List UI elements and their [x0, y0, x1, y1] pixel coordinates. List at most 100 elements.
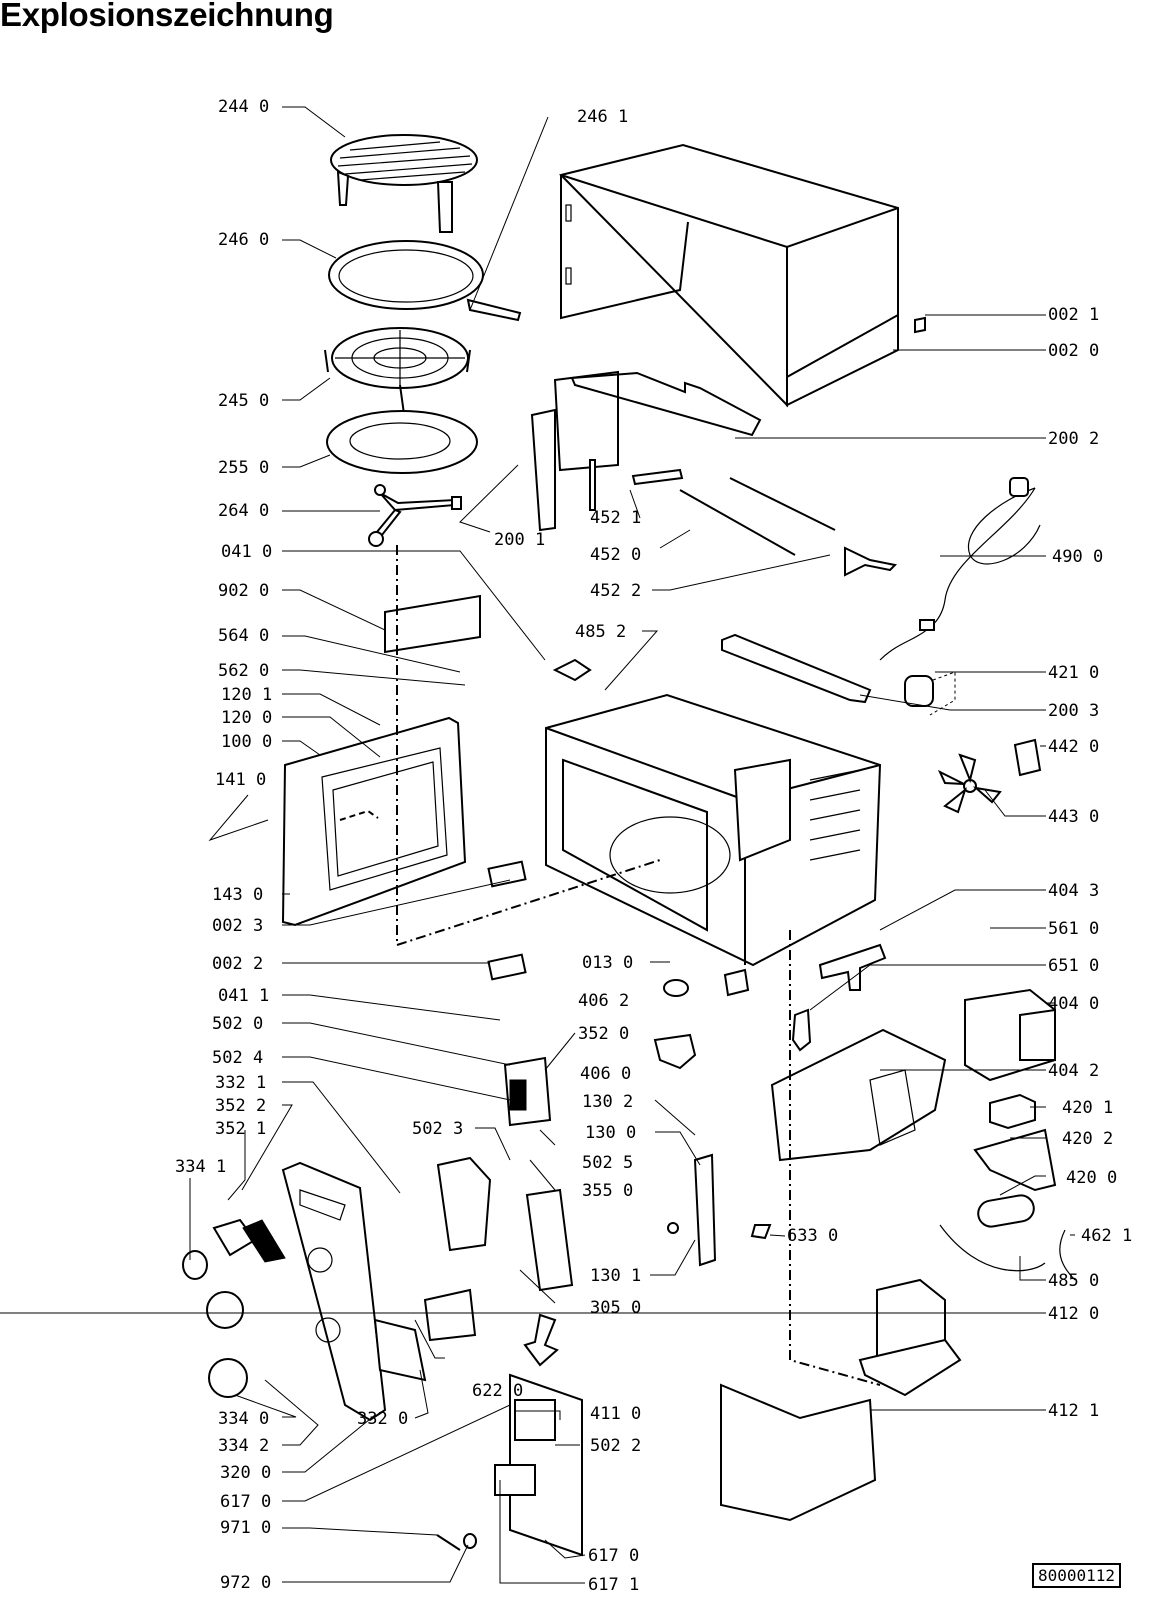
page-title: Explosionszeichnung — [0, 0, 334, 33]
coupler-part — [368, 484, 462, 547]
switch-bracket-part — [552, 658, 592, 682]
cover-plate-part — [384, 594, 481, 654]
callout-label: 305 0 — [590, 1298, 641, 1318]
air-guide-housing-part — [770, 1028, 947, 1162]
callout-label: 130 1 — [590, 1266, 641, 1286]
power-cord-part — [879, 477, 1041, 661]
bracket-part — [1013, 738, 1042, 777]
waveguide-bar-part — [721, 633, 872, 704]
callout-label: 130 2 — [582, 1092, 633, 1112]
callout-label: 452 1 — [590, 508, 641, 528]
callout-label: 041 0 — [221, 542, 272, 562]
callout-label: 143 0 — [212, 885, 263, 905]
callout-label: 564 0 — [218, 626, 269, 646]
callout-label: 442 0 — [1048, 737, 1099, 757]
callout-label: 130 0 — [585, 1123, 636, 1143]
callout-label: 412 1 — [1048, 1401, 1099, 1421]
callout-label: 100 0 — [221, 732, 272, 752]
callout-label: 485 2 — [575, 622, 626, 642]
fuse-holder-part — [463, 1533, 477, 1549]
callout-label: 502 5 — [582, 1153, 633, 1173]
callout-label: 485 0 — [1048, 1271, 1099, 1291]
lamp-part — [791, 1008, 812, 1052]
callout-label: 120 0 — [221, 708, 272, 728]
capacitor-clamp-part — [989, 1093, 1036, 1130]
callout-label: 406 2 — [578, 991, 629, 1011]
callout-labels: 244 0 246 1 246 0 002 1 002 0 245 0 200 … — [175, 97, 1132, 1595]
callout-label: 561 0 — [1048, 919, 1099, 939]
callout-label: 404 2 — [1048, 1061, 1099, 1081]
callout-label: 041 1 — [218, 986, 269, 1006]
control-board-part — [373, 1056, 574, 1382]
callout-label: 246 0 — [218, 230, 269, 250]
callout-label: 617 1 — [588, 1575, 639, 1595]
callout-label: 141 0 — [215, 770, 266, 790]
callout-label: 334 2 — [218, 1436, 269, 1456]
callout-label: 352 1 — [215, 1119, 266, 1139]
rod-assembly-part — [631, 468, 898, 577]
door-part — [281, 716, 467, 927]
top-plate-part — [530, 370, 762, 532]
mount-bracket-part — [818, 943, 887, 991]
diode-part — [1059, 1229, 1076, 1281]
callout-label: 490 0 — [1052, 547, 1103, 567]
callout-label: 411 0 — [590, 1404, 641, 1424]
interlock-switch-part — [667, 1153, 772, 1267]
callout-label: 002 3 — [212, 916, 263, 936]
callout-label: 255 0 — [218, 458, 269, 478]
capacitor-part — [977, 1194, 1035, 1228]
control-panel-part — [281, 1161, 387, 1422]
callout-label: 200 1 — [494, 530, 545, 550]
callout-label: 404 3 — [1048, 881, 1099, 901]
callout-label: 246 1 — [577, 107, 628, 127]
callout-label: 443 0 — [1048, 807, 1099, 827]
grill-rack-part — [330, 134, 478, 233]
hv-transformer-part — [858, 1278, 962, 1397]
roller-support-part — [324, 327, 471, 415]
callout-label: 013 0 — [582, 953, 633, 973]
callout-label: 502 2 — [590, 1436, 641, 1456]
glass-plate-part — [326, 410, 478, 474]
callout-label: 200 3 — [1048, 701, 1099, 721]
callout-label: 200 2 — [1048, 429, 1099, 449]
callout-label: 502 3 — [412, 1119, 463, 1139]
callout-label: 412 0 — [1048, 1304, 1099, 1324]
hinge-upper-part — [487, 860, 527, 888]
callout-label: 971 0 — [220, 1518, 271, 1538]
callout-label: 406 0 — [580, 1064, 631, 1084]
callout-label: 902 0 — [218, 581, 269, 601]
callout-label: 562 0 — [218, 661, 269, 681]
callout-label: 452 2 — [590, 581, 641, 601]
leader-lines — [0, 106, 1075, 1584]
outer-cabinet-part — [559, 143, 926, 408]
oven-cavity-part — [545, 693, 882, 967]
callout-label: 334 1 — [175, 1157, 226, 1177]
callout-label: 502 0 — [212, 1014, 263, 1034]
clip-part — [466, 298, 522, 322]
callout-label: 002 2 — [212, 954, 263, 974]
callout-label: 452 0 — [590, 545, 641, 565]
callout-label: 332 0 — [357, 1409, 408, 1429]
callout-label: 002 0 — [1048, 341, 1099, 361]
callout-label: 502 4 — [212, 1048, 263, 1068]
side-cover-part — [720, 1383, 877, 1522]
callout-label: 245 0 — [218, 391, 269, 411]
hinge-lower-part — [487, 953, 527, 981]
callout-label: 244 0 — [218, 97, 269, 117]
callout-label: 404 0 — [1048, 994, 1099, 1014]
assembly-axis-line — [789, 930, 881, 1386]
callout-label: 420 0 — [1066, 1168, 1117, 1188]
assembly-arrow-icon — [523, 1313, 559, 1367]
fan-blade-part — [937, 753, 1002, 814]
callout-label: 420 2 — [1062, 1129, 1113, 1149]
callout-label: 002 1 — [1048, 305, 1099, 325]
power-board-part — [494, 1373, 583, 1557]
callout-label: 264 0 — [218, 501, 269, 521]
roller-ring-part — [328, 240, 484, 310]
callout-label: 320 0 — [220, 1463, 271, 1483]
magnetron-part — [964, 988, 1056, 1082]
callout-label: 355 0 — [582, 1181, 633, 1201]
callout-label: 462 1 — [1081, 1226, 1132, 1246]
callout-label: 972 0 — [220, 1573, 271, 1593]
